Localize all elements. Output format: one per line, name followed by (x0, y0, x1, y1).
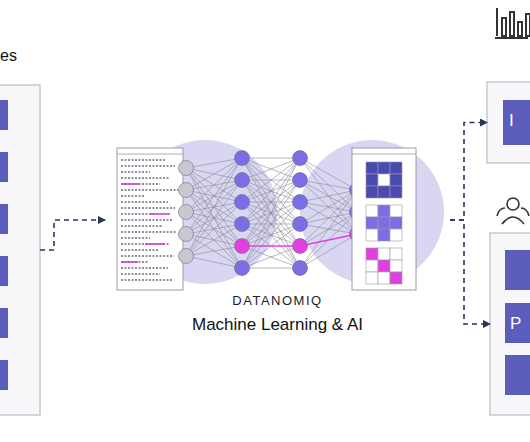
output-item (505, 250, 530, 290)
diagram-node: I (487, 82, 530, 163)
source-items (0, 100, 8, 390)
dashed-arrow (450, 220, 490, 324)
dashed-arrow (40, 220, 105, 250)
output-panel (490, 233, 530, 415)
network-links (186, 158, 357, 268)
people-icon (497, 198, 529, 224)
diagram-node: es (0, 85, 40, 415)
output-panel (487, 82, 530, 163)
neurons (179, 151, 365, 276)
node-label: es (0, 47, 17, 65)
diagram-node: P (490, 233, 530, 415)
grid-panel (352, 148, 416, 290)
dashed-arrow (450, 123, 487, 221)
output-item (505, 303, 530, 343)
node-label: P (510, 314, 521, 334)
output-item (503, 100, 530, 145)
node-label: DATANOMIQ (105, 293, 450, 308)
node-label: Machine Learning & AI (105, 315, 450, 335)
node-label: I (509, 111, 514, 131)
output-item (505, 355, 530, 395)
diagram-node: DATANOMIQMachine Learning & AI (105, 130, 450, 310)
document-panel (117, 148, 183, 290)
chart-icon (495, 8, 530, 38)
